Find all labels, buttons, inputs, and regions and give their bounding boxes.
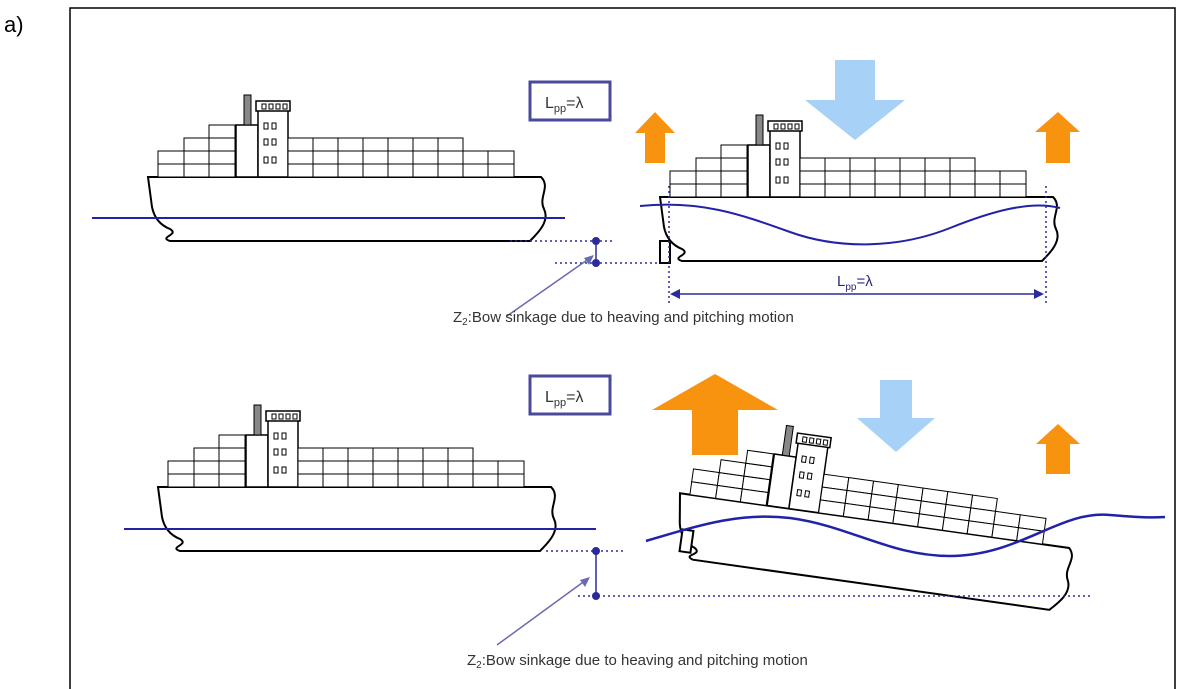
bow-marker-bottom [678,528,695,554]
bow-marker-top [659,240,671,264]
sinkage-dot-upper-bottom [592,547,600,555]
lpp-box-bottom: Lpp=λ [528,374,612,416]
sinkage-dot-lower-top [592,259,600,267]
lpp-lambda-bottom: =λ [566,389,583,406]
figure-frame [69,7,1176,689]
sinkage-dot-upper-top [592,237,600,245]
sinkage-dot-lower-bottom [592,592,600,600]
lpp-subscript-top: pp [554,103,566,115]
leader-arrowhead-top [584,255,594,265]
up-arrow-right-top [1035,112,1080,163]
wave-profile-top [639,203,1061,246]
lpp-arrowhead-left [670,289,680,299]
svg-text:Lpp=λ: Lpp=λ [545,389,584,409]
up-arrow-left-top [635,112,675,163]
leader-line-bottom [496,579,587,646]
z2-caption-bottom: Z2:Bow sinkage due to heaving and pitchi… [467,652,808,671]
wave-profile-bottom [645,513,1166,558]
svg-text:Lpp=λ: Lpp=λ [545,95,584,115]
up-arrow-large-bottom [652,374,778,455]
lpp-subscript-bottom: pp [554,397,566,409]
z2-caption-top: Z2:Bow sinkage due to heaving and pitchi… [453,309,794,328]
leader-arrowhead-bottom [580,577,590,587]
down-arrow-top [805,60,905,140]
leader-line-top [506,257,591,317]
lpp-arrowhead-right [1034,289,1044,299]
panel-label: a) [4,12,24,37]
ship-still-water-top [147,94,547,242]
lpp-letter-bottom: L [545,389,554,406]
lpp-dimension-label: Lpp=λ [837,273,873,293]
down-arrow-bottom [857,380,935,452]
lpp-letter-top: L [545,95,554,112]
lpp-lambda-top: =λ [566,95,583,112]
lpp-box-top: Lpp=λ [528,80,612,122]
dimension-lines-bottom [546,550,1092,597]
up-arrow-small-bottom [1036,424,1080,474]
